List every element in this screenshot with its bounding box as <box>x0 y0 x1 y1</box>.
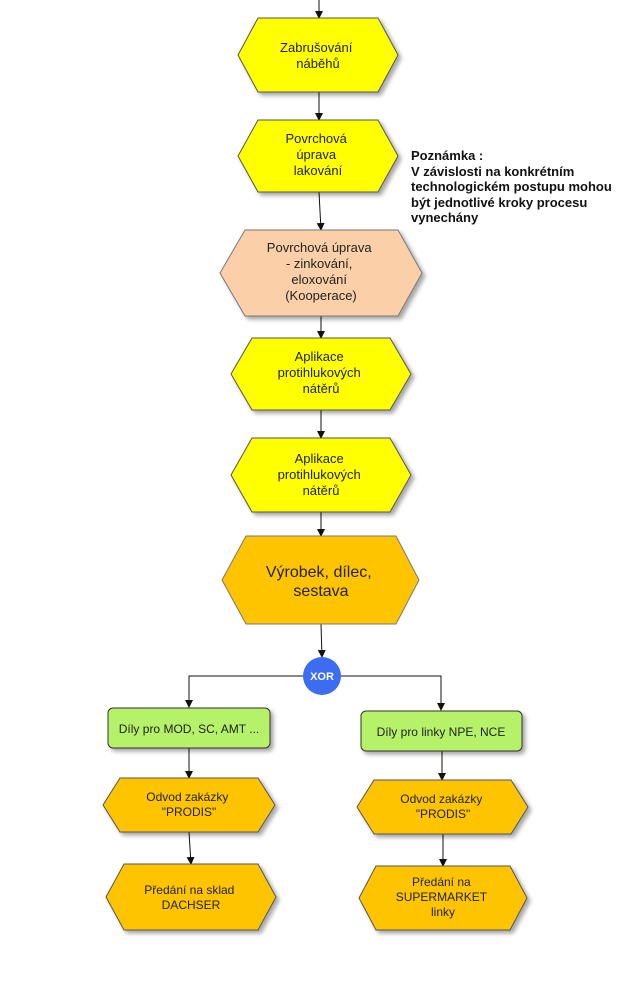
connector-xor-right <box>341 675 445 711</box>
label-parts-npe: Díly pro linky NPE, NCE <box>377 725 506 739</box>
label-noise-coating-2: Aplikace protihlukových nátěrů <box>278 451 365 498</box>
node-grinding: Zabrušování náběhů <box>237 17 399 93</box>
label-order-left: Odvod zakázky "PRODIS" <box>146 790 231 819</box>
connector-xor-left <box>185 675 303 708</box>
label-grinding: Zabrušování náběhů <box>280 40 356 71</box>
label-galvanizing: Povrchová úprava - zinkování, eloxování … <box>267 240 375 303</box>
node-noise-coating-2: Aplikace protihlukových nátěrů <box>230 437 412 513</box>
label-order-right: Odvod zakázky "PRODIS" <box>400 792 485 821</box>
connectors <box>185 0 447 867</box>
xor-circle <box>303 657 341 695</box>
connector-product-xor <box>317 623 326 658</box>
node-order-left: Odvod zakázky "PRODIS" <box>102 777 276 833</box>
hexagon-handover-supermarket <box>358 865 528 931</box>
hexagon-painting <box>237 119 399 193</box>
box-parts-mod <box>107 707 271 749</box>
hexagon-order-left <box>102 777 276 833</box>
hexagon-noise-coating-1 <box>230 337 412 411</box>
connector-painting-galvanizing <box>316 191 325 231</box>
node-product: Výrobek, dílec, sestava <box>221 535 420 625</box>
label-xor: XOR <box>310 671 334 683</box>
hexagon-noise-coating-2 <box>230 437 412 513</box>
note: Poznámka : V závislosti na konkrétním te… <box>411 148 615 225</box>
node-noise-coating-1: Aplikace protihlukových nátěrů <box>230 337 412 411</box>
hexagon-order-right <box>356 779 529 835</box>
label-handover-dachser: Předání na sklad DACHSER <box>144 883 237 912</box>
label-product: Výrobek, dílec, sestava <box>266 564 376 600</box>
label-painting: Povrchová úprava lakování <box>285 131 350 178</box>
node-order-right: Odvod zakázky "PRODIS" <box>356 779 529 835</box>
label-noise-coating-1: Aplikace protihlukových nátěrů <box>278 349 365 396</box>
label-parts-mod: Díly pro MOD, SC, AMT ... <box>119 722 259 736</box>
node-galvanizing: Povrchová úprava - zinkování, eloxování … <box>219 229 423 317</box>
hexagon-product <box>221 535 420 625</box>
label-handover-supermarket: Předání na SUPERMARKET linky <box>396 875 490 919</box>
node-parts-mod: Díly pro MOD, SC, AMT ... <box>107 707 271 749</box>
hexagon-grinding <box>237 17 399 93</box>
node-parts-npe: Díly pro linky NPE, NCE <box>360 710 523 752</box>
hexagon-handover-dachser <box>105 863 277 931</box>
node-handover-supermarket: Předání na SUPERMARKET linky <box>358 865 528 931</box>
node-xor: XOR <box>303 657 341 695</box>
hexagon-galvanizing <box>219 229 423 317</box>
connector-order-left-handover <box>186 831 195 865</box>
node-handover-dachser: Předání na sklad DACHSER <box>105 863 277 931</box>
box-parts-npe <box>360 710 523 752</box>
node-painting: Povrchová úprava lakování <box>237 119 399 193</box>
